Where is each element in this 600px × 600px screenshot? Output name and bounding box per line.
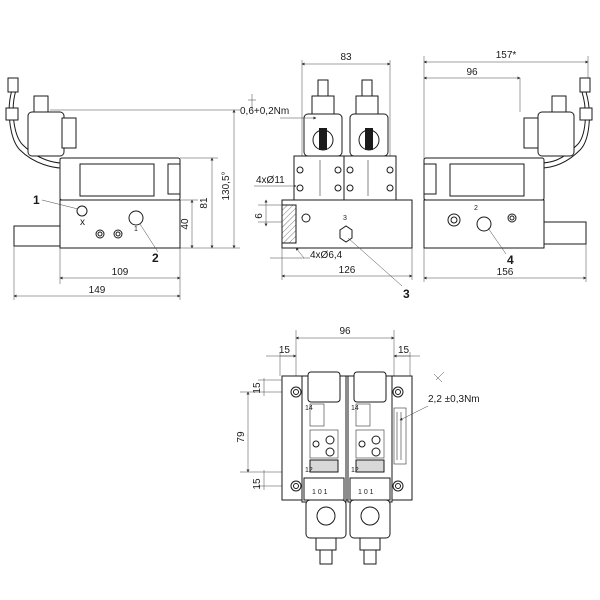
dim-81: 81 bbox=[199, 197, 210, 209]
callout-4: 4 bbox=[507, 253, 514, 267]
callout-1: 1 bbox=[33, 193, 40, 207]
torque-top: 2,2 ±0,3Nm bbox=[428, 394, 480, 405]
cable-connector bbox=[7, 77, 19, 93]
section-hatch bbox=[281, 204, 297, 244]
label-port-3: 3 bbox=[343, 215, 347, 222]
dim-40: 40 bbox=[180, 218, 191, 230]
base-plate bbox=[59, 199, 181, 249]
dim-157: 157* bbox=[496, 50, 517, 61]
dim-149: 149 bbox=[89, 285, 106, 296]
label-14a: 14 bbox=[305, 405, 313, 412]
top-solenoid-a bbox=[305, 499, 347, 539]
port-3-nut bbox=[339, 225, 353, 243]
dim-156: 156 bbox=[497, 267, 514, 278]
dim-130-5: 130,5° bbox=[221, 171, 232, 200]
holes-11: 4xØ11 bbox=[256, 175, 285, 186]
dim-96-top: 96 bbox=[339, 326, 351, 337]
solenoid-coil bbox=[27, 111, 65, 157]
dim-15-top: 15 bbox=[252, 382, 263, 394]
dim-15-bottom: 15 bbox=[252, 478, 263, 490]
front-base bbox=[281, 199, 413, 249]
pipe-left bbox=[13, 225, 61, 247]
dim-96-right: 96 bbox=[466, 67, 478, 78]
callout-2: 2 bbox=[152, 251, 159, 265]
top-solenoid-b bbox=[349, 499, 391, 539]
label-12b: 12 bbox=[351, 467, 359, 474]
label-port-1: 1 bbox=[134, 226, 138, 233]
label-12a: 12 bbox=[305, 467, 313, 474]
port-1 bbox=[128, 210, 144, 226]
dim-109: 109 bbox=[112, 267, 129, 278]
dim-83: 83 bbox=[340, 52, 352, 63]
dim-79: 79 bbox=[236, 431, 247, 443]
callout-3: 3 bbox=[403, 287, 410, 301]
label-14b: 14 bbox=[351, 405, 359, 412]
port-row-a: 1 0 1 bbox=[312, 489, 328, 496]
dim-15-left: 15 bbox=[279, 345, 291, 356]
label-port-2: 2 bbox=[474, 205, 478, 212]
right-side-view: 157* 96 2 4 156 bbox=[423, 50, 593, 282]
torque-front: 0,6+0,2Nm bbox=[240, 106, 289, 117]
dim-126: 126 bbox=[339, 265, 356, 276]
left-side-view: x 1 1 2 130,5° 81 40 109 149 bbox=[5, 77, 240, 300]
holes-6-4: 4xØ6,4 bbox=[310, 250, 343, 261]
dim-6: 6 bbox=[254, 213, 265, 219]
port-row-b: 1 0 1 bbox=[358, 489, 374, 496]
front-view: 83 3 0,6+0,2Nm bbox=[240, 52, 413, 301]
dim-15-right: 15 bbox=[398, 345, 410, 356]
label-x: x bbox=[80, 217, 85, 228]
top-view: 96 15 15 79 15 15 bbox=[236, 326, 480, 565]
port-x bbox=[76, 205, 88, 217]
